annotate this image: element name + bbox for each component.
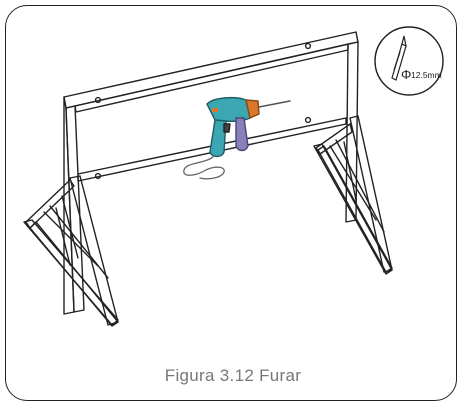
drill-bit-callout: Φ 12.5mm	[374, 26, 444, 96]
frame-stand-icon	[23, 31, 393, 327]
figure-caption: Figura 3.12 Furar	[164, 366, 302, 385]
drill-bit-icon	[391, 35, 407, 81]
power-drill-icon	[183, 96, 291, 180]
phi-symbol: Φ	[401, 67, 411, 82]
drill-bit-diameter: 12.5mm	[411, 70, 442, 80]
